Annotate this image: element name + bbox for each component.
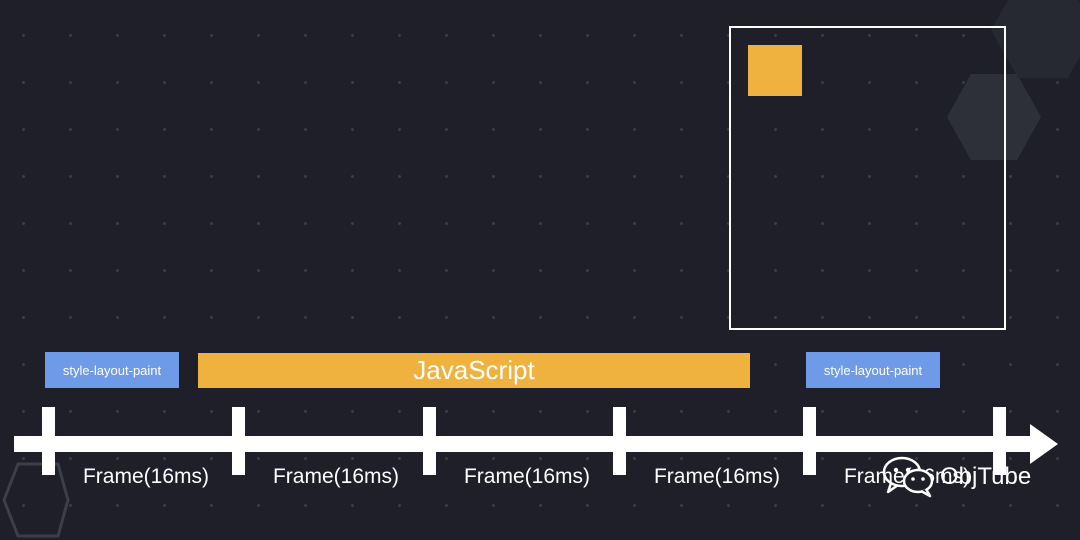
frame-boundary-tick	[423, 407, 436, 475]
style-layout-paint-block: style-layout-paint	[45, 352, 179, 388]
watermark-text: ObjTube	[940, 463, 1032, 490]
animated-square	[748, 45, 802, 96]
style-layout-paint-block: style-layout-paint	[806, 352, 940, 388]
javascript-block: JavaScript	[198, 353, 750, 388]
frame-boundary-tick	[232, 407, 245, 475]
style-layout-paint-label: style-layout-paint	[62, 362, 162, 378]
frame-boundary-tick	[42, 407, 55, 475]
frame-boundary-tick	[993, 407, 1006, 475]
frame-label: Frame(16ms)	[463, 465, 590, 488]
decorative-hexagon	[947, 74, 1041, 160]
timeline-arrow-icon	[1030, 424, 1058, 464]
wechat-icon	[882, 456, 934, 498]
frame-label: Frame(16ms)	[82, 465, 209, 488]
frame-boundary-tick	[613, 407, 626, 475]
render-preview-frame	[729, 26, 1006, 330]
frame-label: Frame(16ms)	[653, 465, 780, 488]
frame-boundary-tick	[803, 407, 816, 475]
decorative-hexagon	[991, 0, 1080, 78]
frame-label: Frame(16ms)	[272, 465, 399, 488]
javascript-label: JavaScript	[413, 355, 535, 385]
style-layout-paint-label: style-layout-paint	[823, 362, 923, 378]
watermark: ObjTube	[882, 456, 1031, 498]
timeline-axis	[14, 436, 1034, 452]
